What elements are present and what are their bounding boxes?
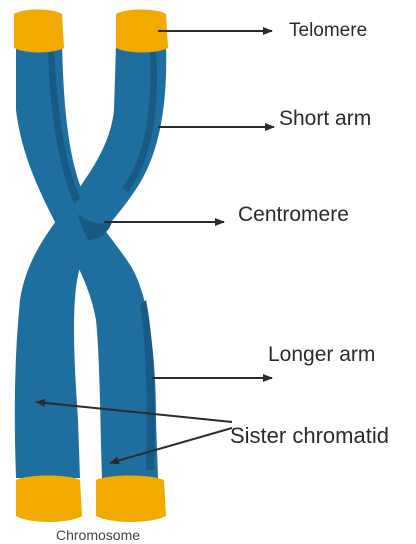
chromosome <box>14 10 168 523</box>
caption-chromosome: Chromosome <box>56 527 140 543</box>
label-longer-arm: Longer arm <box>268 343 375 367</box>
telomere-cap-bottom-right <box>96 476 166 523</box>
telomere-cap-bottom-left <box>16 476 82 523</box>
label-telomere: Telomere <box>289 20 367 42</box>
label-short-arm: Short arm <box>279 107 371 131</box>
telomere-cap-top-left <box>14 10 64 53</box>
label-centromere: Centromere <box>238 203 349 227</box>
label-sister-chromatid: Sister chromatid <box>230 423 389 449</box>
